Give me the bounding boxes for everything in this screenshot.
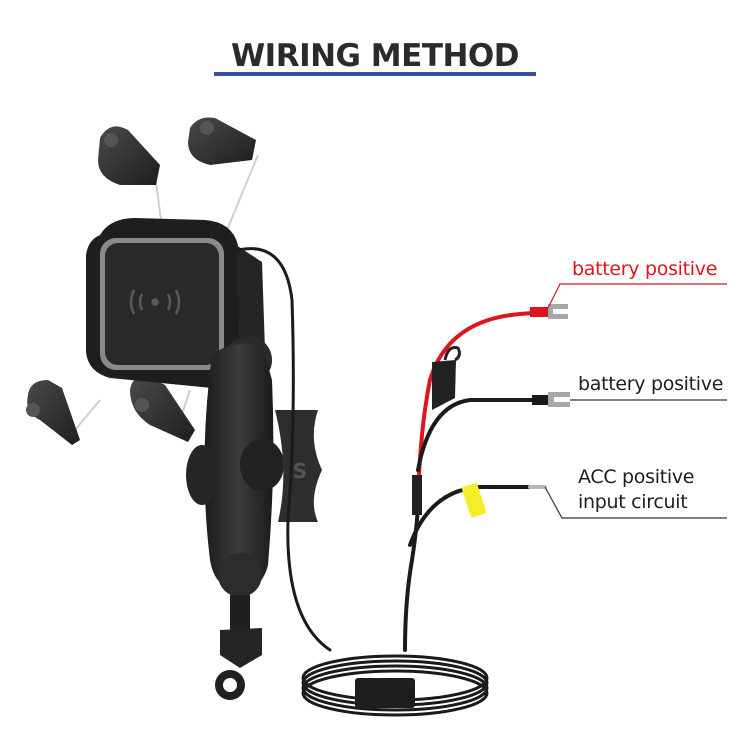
clamp-foot-top-right (188, 117, 256, 165)
holder-cable (236, 247, 332, 652)
inline-fuse (432, 346, 461, 410)
spade-terminal-black (532, 392, 570, 407)
black-wire (416, 398, 537, 472)
callout-acc-line1: ACC positive (578, 466, 695, 488)
title-underline (214, 72, 536, 76)
mirror-mount-bracket (215, 595, 262, 700)
tightening-knob: S (240, 410, 322, 522)
callout-battery-positive-red: battery positive (572, 258, 718, 280)
svg-text:S: S (293, 459, 307, 483)
clamp-foot-bottom-left (26, 380, 80, 445)
page-title: WIRING METHOD (230, 38, 520, 74)
spade-terminal-red (530, 304, 568, 319)
callout-lines (544, 283, 727, 519)
cable-module (355, 678, 415, 708)
heat-shrink (412, 475, 422, 515)
wireless-charging-icon (129, 289, 181, 315)
cable-coil (301, 654, 489, 717)
main-cable (403, 498, 420, 652)
phone-holder (86, 218, 265, 388)
clamp-foot-bottom-right (130, 375, 195, 442)
yellow-acc-tag (461, 482, 487, 518)
ball-mount-arm (186, 336, 274, 597)
clamp-foot-top-left (98, 126, 160, 185)
callout-battery-positive-black: battery positive (578, 373, 724, 395)
callout-acc-line2: input circuit (578, 491, 688, 513)
